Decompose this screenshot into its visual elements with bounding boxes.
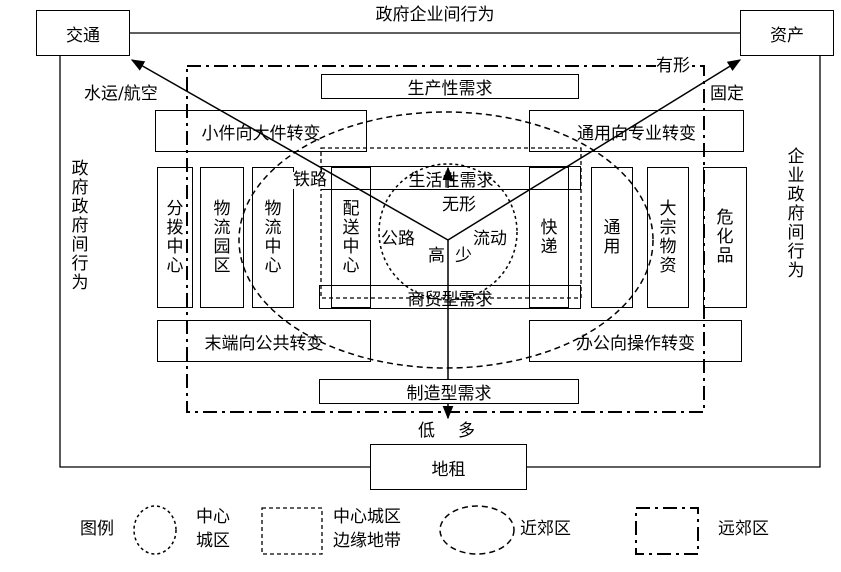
legend-item-near-suburb: 近郊区: [520, 519, 571, 539]
near-suburb-ellipse: [238, 111, 654, 369]
transport-box: 交通: [36, 10, 130, 56]
legend-near-suburb-shape: [439, 505, 515, 555]
manufacturing-demand-box: 制造型需求: [319, 379, 579, 404]
right-connector-line: [527, 55, 821, 468]
vbox-bulk-goods: 大宗物资: [647, 167, 689, 308]
fixed-label: 固定: [710, 84, 744, 104]
railway-label: 铁路: [293, 170, 327, 190]
legend-item-central-city-line1: 中心: [196, 507, 230, 527]
arrow-to-transport: [130, 59, 449, 241]
terminal-to-public-label: 末端向公共转变: [204, 333, 324, 354]
vbox-logistics-center-label: 物流中心: [264, 198, 282, 276]
general-to-special-box: 通用向专业转变: [529, 110, 744, 152]
legend-central-city-shape: [133, 505, 177, 555]
land-rent-box: 地租: [370, 444, 527, 490]
highway-label: 公路: [381, 229, 415, 249]
city-edge-boundary: [320, 147, 582, 299]
vbox-express-label: 快递: [540, 217, 558, 257]
productive-demand-box: 生产性需求: [321, 74, 579, 99]
small-to-large-box: 小件向大件转变: [155, 110, 367, 152]
high-label: 高: [428, 246, 445, 266]
vbox-hazardous-label: 危化品: [716, 208, 734, 266]
commercial-demand-box: 商贸型需求: [319, 285, 581, 310]
vbox-express: 快递: [529, 167, 569, 308]
vbox-delivery-center: 配送中心: [331, 167, 371, 308]
vbox-distribution-hub-label: 分拨中心: [166, 198, 184, 276]
vbox-bulk-goods-label: 大宗物资: [659, 198, 677, 276]
commercial-demand-label: 商贸型需求: [407, 289, 493, 310]
top-edge-label: 政府企业间行为: [375, 5, 495, 25]
water-air-label: 水运/航空: [84, 84, 158, 104]
vbox-general: 通用: [591, 167, 633, 308]
productive-demand-label: 生产性需求: [407, 79, 493, 99]
legend-item-far-suburb: 远郊区: [718, 519, 769, 539]
living-demand-label: 生活性需求: [408, 170, 494, 191]
legend-item-central-city-line2: 城区: [196, 531, 230, 551]
asset-label: 资产: [770, 25, 804, 46]
many-label: 多: [458, 421, 475, 441]
intangible-label: 无形: [442, 195, 476, 215]
vbox-logistics-center: 物流中心: [252, 167, 294, 308]
few-label: 少: [455, 246, 472, 266]
right-side-label: 企业政府间行为: [787, 147, 805, 281]
far-suburb-boundary: [186, 65, 705, 413]
legend-item-city-edge-line2: 边缘地带: [333, 531, 401, 551]
transport-label: 交通: [66, 25, 100, 46]
small-to-large-label: 小件向大件转变: [201, 123, 321, 144]
vbox-distribution-hub: 分拨中心: [157, 167, 193, 308]
legend-title: 图例: [80, 519, 114, 539]
legend-city-edge-shape: [261, 507, 323, 555]
tangible-label: 有形: [656, 56, 690, 76]
office-to-operation-label: 办公向操作转变: [576, 333, 695, 354]
vbox-logistics-park: 物流园区: [200, 167, 244, 308]
vbox-delivery-center-label: 配送中心: [342, 198, 360, 276]
manufacturing-demand-label: 制造型需求: [406, 384, 492, 404]
arrow-to-asset: [447, 59, 742, 241]
office-to-operation-box: 办公向操作转变: [529, 320, 742, 362]
vbox-general-label: 通用: [603, 217, 621, 257]
left-connector-line: [59, 55, 370, 468]
left-side-label: 政府政府间行为: [71, 159, 89, 293]
legend-far-suburb-shape: [635, 507, 699, 555]
central-city-circle: [378, 163, 518, 301]
general-to-special-label: 通用向专业转变: [577, 123, 696, 144]
vbox-hazardous: 危化品: [703, 167, 747, 308]
terminal-to-public-box: 末端向公共转变: [157, 320, 371, 362]
low-label: 低: [418, 421, 435, 441]
vbox-logistics-park-label: 物流园区: [213, 198, 231, 276]
asset-box: 资产: [740, 10, 834, 56]
legend-item-city-edge-line1: 中心城区: [333, 507, 401, 527]
land-rent-label: 地租: [431, 459, 466, 480]
mobile-label: 流动: [473, 229, 507, 249]
